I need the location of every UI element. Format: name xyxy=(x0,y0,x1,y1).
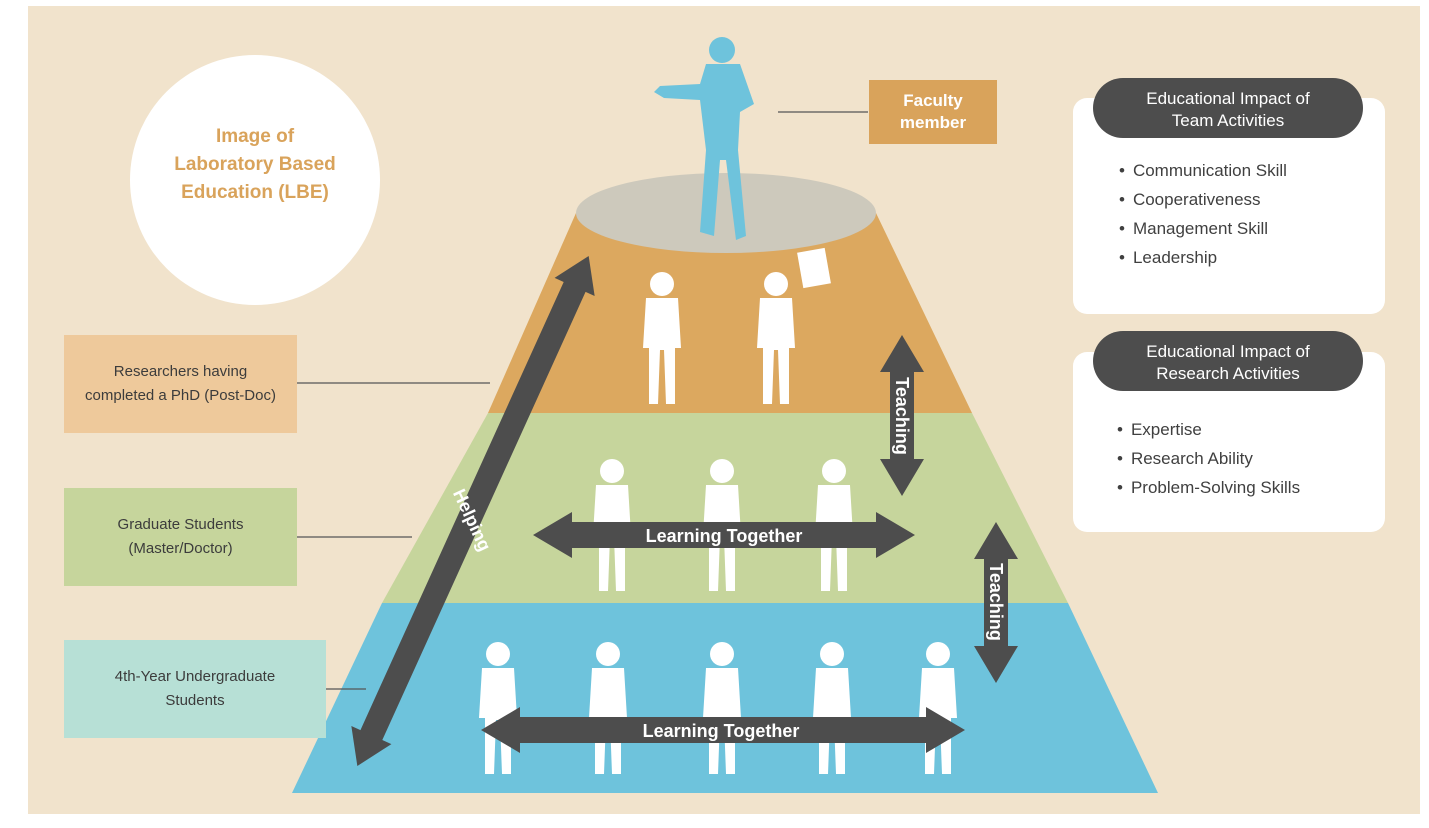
learning-together-undergrad-label: Learning Together xyxy=(643,721,800,741)
graduate-level-label: Graduate Students (Master/Doctor) xyxy=(64,488,297,586)
research-heading-line-2: Research Activities xyxy=(1156,364,1300,383)
team-impact-list: Communication Skill Cooperativeness Mana… xyxy=(1119,156,1287,272)
research-impact-heading: Educational Impact of Research Activitie… xyxy=(1093,331,1363,391)
list-item: Expertise xyxy=(1117,415,1300,444)
list-item: Research Ability xyxy=(1117,444,1300,473)
postdoc-tier xyxy=(488,213,972,413)
title-circle xyxy=(130,55,380,305)
faculty-platform-disc xyxy=(576,173,876,253)
research-impact-list: Expertise Research Ability Problem-Solvi… xyxy=(1117,415,1300,502)
faculty-member-label: Faculty member xyxy=(869,80,997,144)
teaching-upper-label: Teaching xyxy=(892,377,912,455)
postdoc-line-1: Researchers having xyxy=(113,363,248,380)
teaching-lower-label: Teaching xyxy=(986,563,1006,641)
postdoc-line-2: completed a PhD (Post-Doc) xyxy=(85,387,276,404)
team-heading-line-1: Educational Impact of xyxy=(1146,89,1310,108)
research-heading-line-1: Educational Impact of xyxy=(1146,342,1310,361)
learning-together-undergrad-arrow xyxy=(481,707,965,753)
faculty-member-figure xyxy=(654,37,754,240)
list-item: Cooperativeness xyxy=(1119,185,1287,214)
learning-together-graduate-label: Learning Together xyxy=(646,526,803,546)
helping-arrow xyxy=(351,256,595,766)
list-item: Problem-Solving Skills xyxy=(1117,473,1300,502)
diagram-title: Image of Laboratory Based Education (LBE… xyxy=(160,120,350,210)
learning-together-graduate-arrow xyxy=(533,512,915,558)
title-line-2: Laboratory Based xyxy=(174,154,336,175)
undergrad-level-label: 4th-Year Undergraduate Students xyxy=(64,640,326,738)
team-heading-line-2: Team Activities xyxy=(1171,111,1285,130)
undergrad-line-2: Students xyxy=(165,692,225,709)
list-item: Communication Skill xyxy=(1119,156,1287,185)
list-item: Management Skill xyxy=(1119,214,1287,243)
postdoc-level-label: Researchers having completed a PhD (Post… xyxy=(64,335,297,433)
teaching-arrow-lower xyxy=(974,522,1018,683)
undergrad-line-1: 4th-Year Undergraduate xyxy=(114,668,276,685)
team-impact-heading: Educational Impact of Team Activities xyxy=(1093,78,1363,138)
postdoc-figures xyxy=(643,247,831,404)
title-line-1: Image of xyxy=(215,126,295,147)
title-line-3: Education (LBE) xyxy=(181,182,329,203)
faculty-line-2: member xyxy=(899,113,967,132)
graduate-line-2: (Master/Doctor) xyxy=(128,540,233,557)
graduate-line-1: Graduate Students xyxy=(117,516,244,533)
faculty-line-1: Faculty xyxy=(903,91,963,110)
list-item: Leadership xyxy=(1119,243,1287,272)
teaching-arrow-upper xyxy=(880,335,924,496)
